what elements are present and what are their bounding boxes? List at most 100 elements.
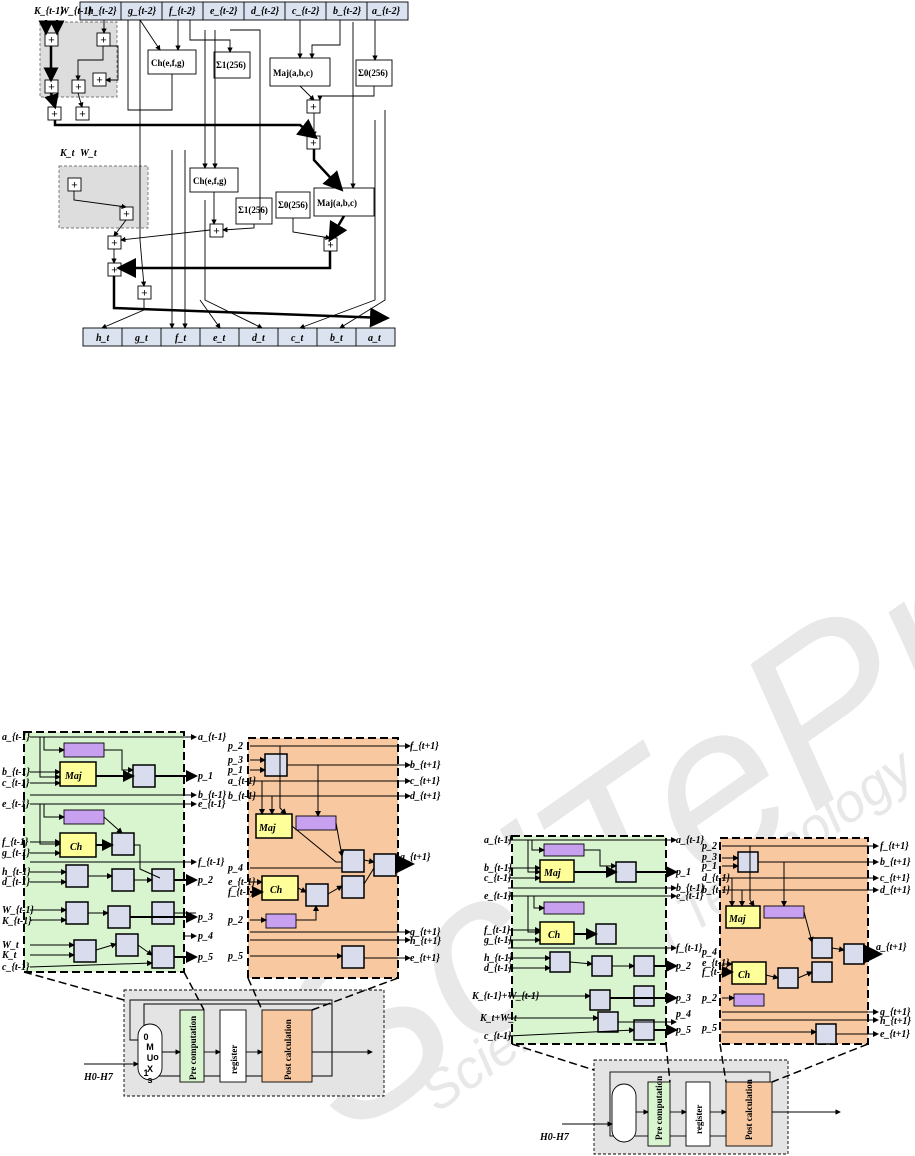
top-adder-symbols: ++ ++ + ++ ++ ++ + ++ ++ — [48, 35, 333, 300]
svg-text:p_1: p_1 — [227, 765, 243, 776]
svg-text:a_{t-1}: a_{t-1} — [198, 732, 227, 743]
top-reg-g: g_{t-2} — [127, 6, 157, 17]
svg-text:a_{t+1}: a_{t+1} — [400, 852, 431, 863]
svg-text:K_t: K_t — [1, 950, 18, 961]
svg-text:d_{t-1}: d_{t-1} — [702, 873, 731, 884]
left-mux-letters: 0 M U X o 1 s — [143, 1032, 159, 1085]
svg-text:a_{t+1}: a_{t+1} — [876, 942, 907, 953]
svg-text:p_3: p_3 — [701, 852, 717, 863]
svg-text:+: + — [48, 35, 54, 47]
svg-text:+: + — [71, 180, 77, 192]
svg-text:h_{t-1}: h_{t-1} — [484, 953, 513, 964]
left-sigma0-block — [63, 742, 105, 758]
svg-text:+: + — [75, 82, 81, 94]
bottom-reg-h: h_t — [96, 333, 111, 344]
svg-text:g_{t+1}: g_{t+1} — [409, 927, 441, 938]
bottom-reg-b: b_t — [330, 333, 344, 344]
svg-text:p_5: p_5 — [227, 951, 243, 962]
svg-text:e_{t+1}: e_{t+1} — [410, 953, 440, 964]
maj-label-mid: Maj(a,b,c) — [317, 198, 357, 208]
left-post-label: Post calculation — [283, 1019, 293, 1080]
bottom-reg-e: e_t — [213, 333, 226, 344]
svg-text:h_{t+1}: h_{t+1} — [410, 936, 442, 947]
svg-text:W_t: W_t — [2, 940, 20, 951]
top-reg-c: c_{t-2} — [292, 6, 320, 17]
right-diagram-labels: a_{t-1} b_{t-1} c_{t-1} e_{t-1} f_{t-1} … — [471, 835, 912, 1143]
svg-text:h_{t-1}: h_{t-1} — [2, 867, 31, 878]
svg-text:e_{t-1}: e_{t-1} — [484, 891, 512, 902]
top-reg-f: f_{t-2} — [169, 6, 196, 17]
svg-text:d_{t-1}: d_{t-1} — [484, 963, 513, 974]
svg-text:+: + — [123, 209, 129, 221]
svg-text:p_1: p_1 — [197, 771, 213, 782]
svg-text:1: 1 — [143, 1068, 148, 1078]
left-ch-block — [59, 832, 97, 858]
svg-text:X: X — [147, 1064, 153, 1074]
svg-text:p_4: p_4 — [675, 1009, 691, 1020]
svg-text:M: M — [146, 1042, 154, 1052]
left-ch-label: Ch — [70, 842, 83, 853]
svg-text:Pre computation: Pre computation — [654, 1076, 664, 1140]
svg-text:f_{t+1}: f_{t+1} — [880, 841, 909, 852]
svg-text:+: + — [79, 109, 85, 121]
svg-text:Ch: Ch — [738, 970, 751, 981]
svg-text:c_{t-1}: c_{t-1} — [484, 1031, 512, 1042]
svg-text:K_t+W_t: K_t+W_t — [479, 1013, 518, 1024]
left-sigma1-block — [63, 809, 105, 825]
top-reg-e: e_{t-2} — [210, 6, 238, 17]
svg-text:p_2: p_2 — [701, 993, 717, 1004]
svg-text:+: + — [96, 75, 102, 87]
sigma1-block-mid — [235, 197, 273, 225]
left-ch-block-orange — [261, 875, 299, 901]
svg-text:h_{t+1}: h_{t+1} — [880, 1016, 912, 1027]
ch-label-mid: Ch(e,f,g) — [193, 176, 227, 186]
svg-text:s: s — [147, 1075, 152, 1085]
svg-text:Ch: Ch — [548, 930, 561, 941]
sigma1-label-top: Σ1(256) — [216, 60, 246, 70]
ch-label-top: Ch(e,f,g) — [151, 58, 185, 68]
svg-text:+: + — [111, 265, 117, 277]
left-pipeline-outer — [123, 989, 385, 1097]
left-register-label: register — [229, 1045, 239, 1074]
svg-text:p_4: p_4 — [227, 863, 243, 874]
svg-text:g_{t-1}: g_{t-1} — [483, 935, 513, 946]
svg-text:p_3: p_3 — [197, 912, 213, 923]
left-maj-orange-label: Maj — [258, 823, 276, 834]
svg-text:K_{t-1}+W_{t-1}: K_{t-1}+W_{t-1} — [471, 991, 540, 1002]
svg-text:e_{t-1}: e_{t-1} — [702, 958, 730, 969]
svg-text:b_{t+1}: b_{t+1} — [410, 760, 441, 771]
svg-text:f_{t-1}: f_{t-1} — [198, 857, 225, 868]
svg-text:c_{t+1}: c_{t+1} — [410, 776, 440, 787]
svg-text:0: 0 — [143, 1032, 148, 1042]
svg-text:K_{t-1}: K_{t-1} — [1, 916, 32, 927]
left-pre-block — [179, 1009, 205, 1083]
svg-text:a_{t-1}: a_{t-1} — [2, 732, 31, 743]
svg-text:f_{t+1}: f_{t+1} — [410, 741, 439, 752]
left-diagram — [23, 731, 415, 1097]
sigma0-label-top: Σ0(256) — [358, 68, 388, 78]
svg-text:p_5: p_5 — [675, 1025, 691, 1036]
svg-text:c_{t-1}: c_{t-1} — [484, 873, 512, 884]
svg-text:f_{t-1}: f_{t-1} — [702, 967, 729, 978]
svg-text:a_{t-1}: a_{t-1} — [676, 835, 705, 846]
left-green-region — [23, 731, 185, 973]
maj-label-top: Maj(a,b,c) — [273, 68, 313, 78]
svg-text:d_{t+1}: d_{t+1} — [410, 791, 441, 802]
left-diagram-labels: a_{t-1} b_{t-1} c_{t-1} e_{t-1} f_{t-1} … — [1, 732, 442, 1085]
svg-text:Maj: Maj — [728, 914, 746, 925]
svg-text:b_{t-1}: b_{t-1} — [702, 885, 731, 896]
top-wiring — [38, 19, 390, 329]
svg-text:b_{t-1}: b_{t-1} — [198, 790, 227, 801]
right-diagram — [507, 835, 883, 1155]
svg-text:b_{t-1}: b_{t-1} — [2, 767, 31, 778]
svg-text:+: + — [141, 288, 147, 300]
svg-text:o: o — [153, 1052, 159, 1062]
left-ch-orange-label: Ch — [270, 885, 283, 896]
svg-text:a_{t-1}: a_{t-1} — [228, 776, 257, 787]
svg-text:Post calculation: Post calculation — [744, 1079, 754, 1140]
left-pre-label: Pre computation — [188, 1016, 198, 1080]
svg-text:Maj: Maj — [543, 868, 561, 879]
svg-text:+: + — [213, 226, 219, 238]
bottom-reg-d: d_t — [252, 333, 266, 344]
